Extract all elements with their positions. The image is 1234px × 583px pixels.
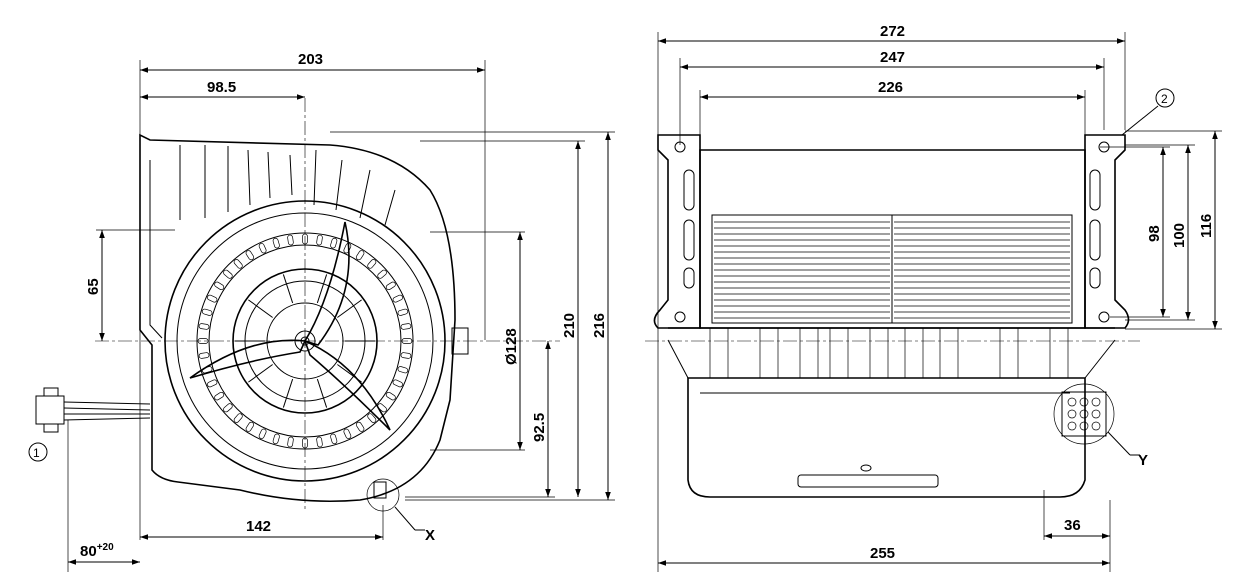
dim-255: 255: [870, 545, 895, 562]
dim-65: 65: [85, 278, 102, 295]
callout-circle-2: [1155, 88, 1175, 108]
wheel-blades: [197, 233, 413, 449]
wheel-left: [711, 214, 893, 324]
dim-272: 272: [880, 23, 905, 40]
dim-92-5: 92.5: [531, 413, 548, 442]
dim-100: 100: [1171, 223, 1188, 248]
dim-203: 203: [298, 51, 323, 68]
dim-226: 226: [878, 79, 903, 96]
detail-x-label: X: [425, 527, 435, 544]
front-view: X 1 203 98.5 142 80+20: [28, 51, 615, 572]
housing-outline: [139, 133, 456, 503]
callout-circle-1: [28, 442, 48, 462]
callout-2: 2: [1161, 92, 1168, 106]
side-view: Y 272 247 226 36 255 98 100: [645, 23, 1222, 572]
dim-210: 210: [561, 313, 578, 338]
dim-98-5: 98.5: [207, 79, 236, 96]
dim-216: 216: [591, 313, 608, 338]
dim-diameter: Ø128: [503, 328, 520, 365]
dim-142: 142: [246, 518, 271, 535]
dim-80: 80+20: [80, 542, 114, 560]
cable-connector: [35, 387, 151, 433]
callout-1: 1: [33, 446, 40, 460]
housing-fins: [179, 145, 396, 226]
wheel-right: [891, 214, 1073, 324]
motor-housing: [687, 377, 1086, 498]
detail-y-label: Y: [1138, 452, 1148, 469]
retaining-clip: [189, 221, 391, 431]
mount-plate-left: [653, 134, 701, 329]
connector-y: [1061, 391, 1107, 437]
dim-116: 116: [1198, 214, 1215, 238]
dim-247: 247: [880, 49, 905, 66]
dim-98: 98: [1146, 225, 1163, 242]
dim-36: 36: [1064, 517, 1081, 534]
mount-plate-right: [1084, 134, 1130, 329]
housing-ribs: [709, 327, 1069, 379]
